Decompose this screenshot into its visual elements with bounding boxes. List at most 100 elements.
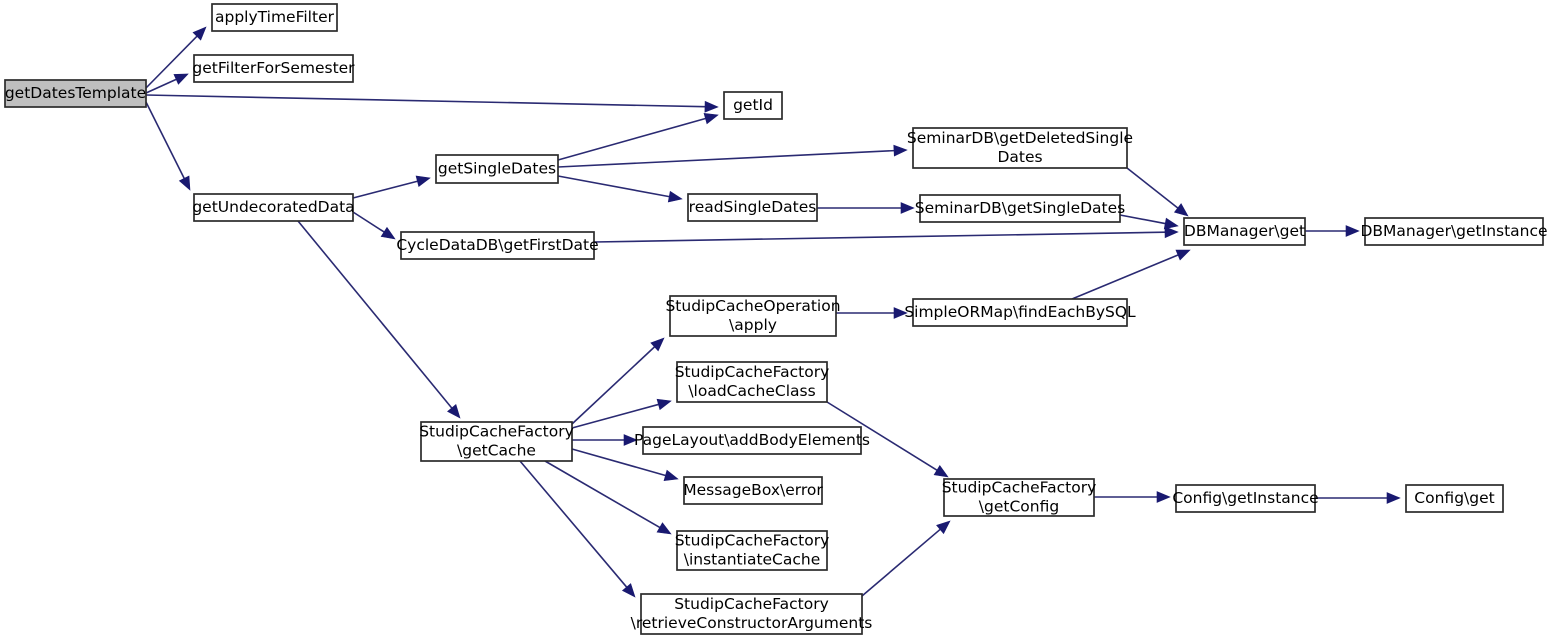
node-box[interactable]: [912, 127, 1128, 169]
call-edge-getSingleDates-to-SeminarDB_getDeletedSingleDates: [557, 149, 895, 168]
call-graph-node-getDatesTemplate[interactable]: getDatesTemplate: [4, 79, 147, 108]
call-graph-node-SeminarDB_getSingleDates[interactable]: SeminarDB\getSingleDates: [915, 194, 1126, 223]
node-box[interactable]: [723, 91, 783, 120]
call-graph-node-PageLayout_addBodyElements[interactable]: PageLayout\addBodyElements: [634, 426, 870, 455]
call-graph-node-getUndecoratedData[interactable]: getUndecoratedData: [192, 193, 355, 222]
node-box[interactable]: [400, 231, 595, 260]
call-graph-node-getId[interactable]: getId: [723, 91, 783, 120]
node-box[interactable]: [642, 426, 862, 455]
call-graph-node-Config_get[interactable]: Config\get: [1405, 484, 1504, 513]
node-box[interactable]: [683, 476, 823, 505]
arrow-head-icon: [667, 190, 683, 203]
call-graph-node-CycleDataDB_getFirstDate[interactable]: CycleDataDB\getFirstDate: [396, 231, 599, 260]
node-box[interactable]: [211, 3, 338, 32]
node-box[interactable]: [4, 79, 147, 108]
node-label: applyTimeFilter: [215, 8, 335, 26]
call-graph-node-SimpleORMap_findEachBySQL[interactable]: SimpleORMap\findEachBySQL: [904, 298, 1136, 327]
arrow-head-icon: [704, 100, 719, 113]
node-box[interactable]: [687, 193, 818, 222]
call-edge-SeminarDB_getDeletedSingleDates-to-DBManager_get: [1126, 167, 1179, 209]
call-graph-node-getFilterForSemester[interactable]: getFilterForSemester: [192, 54, 355, 83]
node-box[interactable]: [943, 478, 1095, 517]
call-edge-getUndecoratedData-to-CycleDataDB_getFirstDate: [352, 211, 385, 233]
arrow-head-icon: [1173, 203, 1189, 217]
node-box[interactable]: [676, 361, 828, 403]
node-label: DBManager\get: [1184, 222, 1305, 240]
node-label: StudipCacheFactory: [675, 532, 830, 550]
arrow-head-icon: [893, 307, 908, 319]
call-graph-node-getSingleDates[interactable]: getSingleDates: [435, 154, 559, 184]
node-box[interactable]: [640, 593, 863, 635]
edges-layer: [145, 26, 1401, 598]
node-box[interactable]: [435, 154, 559, 184]
arrow-head-icon: [178, 175, 191, 191]
node-box[interactable]: [193, 54, 354, 83]
node-box[interactable]: [1364, 217, 1544, 246]
arrow-head-icon: [900, 202, 915, 214]
call-edge-StudipCacheFactory_loadCacheClass-to-StudipCacheFactory_getConfig: [826, 401, 938, 471]
call-graph-node-applyTimeFilter[interactable]: applyTimeFilter: [211, 3, 338, 32]
call-edge-getUndecoratedData-to-StudipCacheFactory_getCache: [297, 220, 453, 409]
arrow-head-icon: [415, 175, 431, 188]
arrow-head-icon: [656, 522, 672, 535]
arrow-head-icon: [621, 583, 636, 598]
call-edge-StudipCacheFactory_getCache-to-StudipCacheFactory_instantiateCache: [544, 460, 661, 529]
call-edge-CycleDataDB_getFirstDate-to-DBManager_get: [593, 231, 1166, 243]
node-box[interactable]: [676, 530, 828, 571]
call-graph-node-readSingleDates[interactable]: readSingleDates: [687, 193, 818, 222]
arrow-head-icon: [623, 434, 638, 446]
node-label: SeminarDB\getDeletedSingle: [907, 129, 1133, 147]
arrow-head-icon: [663, 469, 679, 482]
node-box[interactable]: [193, 193, 354, 222]
arrow-head-icon: [1163, 217, 1179, 230]
node-label: readSingleDates: [689, 198, 817, 216]
node-box[interactable]: [1183, 217, 1306, 246]
node-label: MessageBox\error: [683, 481, 823, 499]
node-label: PageLayout\addBodyElements: [634, 431, 870, 449]
arrow-head-icon: [893, 144, 908, 157]
call-graph-node-DBManager_get[interactable]: DBManager\get: [1183, 217, 1306, 246]
arrow-head-icon: [192, 26, 207, 41]
nodes-layer: getDatesTemplate applyTimeFilter getFilter…: [4, 3, 1548, 635]
node-box[interactable]: [1175, 484, 1316, 513]
call-graph-node-StudipCacheFactory_loadCacheClass[interactable]: StudipCacheFactory\loadCacheClass: [675, 361, 830, 403]
node-label: SeminarDB\getSingleDates: [915, 199, 1126, 217]
node-label: \getConfig: [979, 498, 1059, 516]
call-edge-StudipCacheFactory_retrieveConstructorArguments-to-StudipCacheFactory_getConfig: [861, 528, 941, 597]
node-box[interactable]: [669, 295, 837, 337]
call-edge-StudipCacheFactory_getCache-to-MessageBox_error: [571, 448, 666, 477]
node-label: \getCache: [457, 442, 536, 460]
call-edge-StudipCacheFactory_getCache-to-StudipCacheFactory_retrieveConstructorArguments: [519, 460, 628, 588]
arrow-head-icon: [936, 520, 951, 535]
node-box[interactable]: [912, 298, 1128, 327]
call-edge-getSingleDates-to-readSingleDates: [557, 175, 670, 198]
node-box[interactable]: [420, 421, 573, 462]
node-label: \loadCacheClass: [688, 382, 815, 400]
call-edge-getDatesTemplate-to-getId: [145, 94, 706, 108]
node-label: getUndecoratedData: [192, 198, 354, 216]
arrow-head-icon: [1175, 249, 1191, 261]
node-label: DBManager\getInstance: [1360, 222, 1547, 240]
node-box[interactable]: [1405, 484, 1504, 513]
call-graph-node-StudipCacheFactory_instantiateCache[interactable]: StudipCacheFactory\instantiateCache: [675, 530, 830, 571]
call-graph-node-StudipCacheFactory_getCache[interactable]: StudipCacheFactory\getCache: [419, 421, 574, 462]
node-label: getSingleDates: [438, 160, 556, 178]
node-box[interactable]: [919, 194, 1121, 223]
call-graph-node-StudipCacheFactory_retrieveConstructorArguments[interactable]: StudipCacheFactory\retrieveConstructorAr…: [631, 593, 873, 635]
call-edge-getDatesTemplate-to-applyTimeFilter: [145, 35, 198, 89]
call-graph-node-StudipCacheOperation_apply[interactable]: StudipCacheOperation\apply: [665, 295, 841, 337]
call-edge-StudipCacheFactory_getCache-to-StudipCacheOperation_apply: [571, 346, 656, 425]
arrow-head-icon: [1386, 492, 1401, 504]
call-graph-node-DBManager_getInstance[interactable]: DBManager\getInstance: [1360, 217, 1548, 246]
call-graph-node-StudipCacheFactory_getConfig[interactable]: StudipCacheFactory\getConfig: [942, 478, 1097, 517]
call-edge-getSingleDates-to-getId: [557, 117, 706, 161]
node-label: StudipCacheFactory: [419, 423, 574, 441]
node-label: StudipCacheFactory: [674, 595, 829, 613]
call-graph-node-MessageBox_error[interactable]: MessageBox\error: [683, 476, 823, 505]
arrow-head-icon: [1156, 491, 1171, 503]
call-edge-getDatesTemplate-to-getFilterForSemester: [145, 78, 177, 94]
call-graph-node-Config_getInstance[interactable]: Config\getInstance: [1172, 484, 1319, 513]
